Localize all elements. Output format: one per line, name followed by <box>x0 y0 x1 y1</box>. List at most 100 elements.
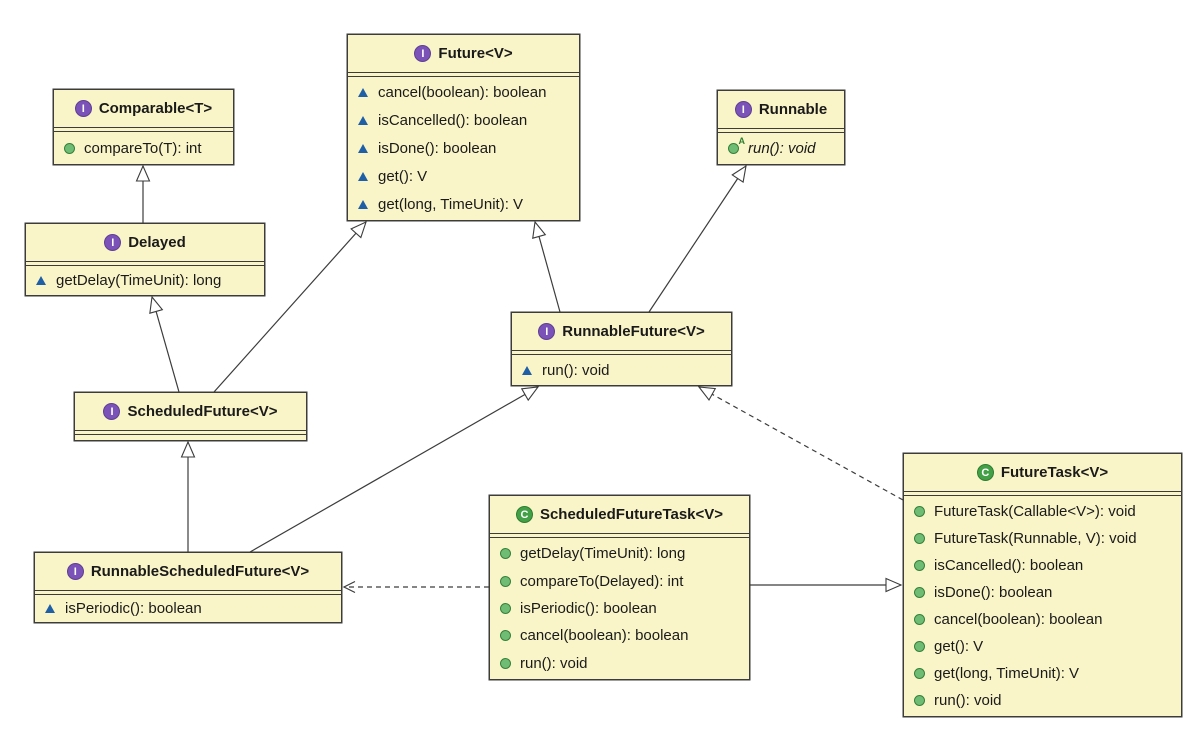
triangle-glyph <box>358 171 368 181</box>
method-row[interactable]: run(): void <box>904 687 1181 714</box>
circle-glyph <box>913 560 925 571</box>
class-title: ScheduledFuture<V> <box>127 403 278 420</box>
class-node-comparable[interactable]: I Comparable<T> compareTo(T): int <box>53 89 234 165</box>
circle-glyph <box>499 603 511 615</box>
method-label: run(): void <box>542 361 610 379</box>
public-method-icon <box>913 587 925 598</box>
method-row[interactable]: getDelay(TimeUnit): long <box>26 268 264 293</box>
interface-icon: I <box>414 45 432 62</box>
interface-icon: I <box>538 323 556 340</box>
class-node-scheduledfuture[interactable]: I ScheduledFuture<V> <box>74 392 307 441</box>
method-label: FutureTask(Runnable, V): void <box>934 530 1137 547</box>
circle-glyph <box>913 641 925 652</box>
method-row[interactable]: run(): void <box>512 357 731 383</box>
method-row[interactable]: isDone(): boolean <box>904 579 1181 606</box>
method-row[interactable]: get(): V <box>348 162 579 190</box>
class-title-bar[interactable]: I RunnableFuture<V> <box>512 313 731 351</box>
edge-futuretask-to-runnablefuture[interactable] <box>697 386 904 501</box>
compartment-separator <box>54 128 233 132</box>
interface-icon: I <box>104 234 122 251</box>
class-icon: C <box>515 506 533 523</box>
method-row[interactable]: get(): V <box>904 633 1181 660</box>
method-row[interactable]: cancel(boolean): boolean <box>904 606 1181 633</box>
method-row[interactable]: cancel(boolean): boolean <box>348 79 579 107</box>
method-row[interactable]: FutureTask(Runnable, V): void <box>904 525 1181 552</box>
triangle-glyph <box>358 88 368 98</box>
class-title-bar[interactable]: I Delayed <box>26 224 264 262</box>
interface-icon: I <box>74 100 92 117</box>
class-title: RunnableScheduledFuture<V> <box>90 563 310 580</box>
method-label: isPeriodic(): boolean <box>520 600 657 618</box>
class-title: Runnable <box>758 101 828 118</box>
interface-icon: I <box>103 403 121 420</box>
circle-glyph <box>499 657 511 669</box>
method-row[interactable]: isPeriodic(): boolean <box>490 595 749 622</box>
method-label: get(): V <box>378 167 428 185</box>
class-title: Future<V> <box>438 45 513 62</box>
class-node-runnablefuture[interactable]: I RunnableFuture<V> run(): void <box>511 312 732 386</box>
compartment-separator <box>26 262 264 266</box>
compartment-separator <box>348 73 579 77</box>
method-label: run(): void <box>934 692 1002 709</box>
circle-glyph <box>913 614 925 625</box>
triangle-glyph <box>358 143 368 153</box>
triangle-glyph <box>358 116 368 126</box>
triangle-glyph <box>358 199 368 209</box>
circle-glyph <box>63 142 75 154</box>
compartment-separator <box>904 492 1181 496</box>
class-title-bar[interactable]: I Future<V> <box>348 35 579 73</box>
method-row[interactable]: isPeriodic(): boolean <box>35 597 341 620</box>
method-row[interactable]: FutureTask(Callable<V>): void <box>904 498 1181 525</box>
method-row[interactable]: cancel(boolean): boolean <box>490 622 749 649</box>
method-label: cancel(boolean): boolean <box>520 627 689 645</box>
class-node-future[interactable]: I Future<V> cancel(boolean): boolean isCanc… <box>347 34 580 221</box>
method-label: getDelay(TimeUnit): long <box>56 272 222 289</box>
triangle-glyph <box>36 276 46 285</box>
method-row[interactable]: getDelay(TimeUnit): long <box>490 540 749 567</box>
class-node-delayed[interactable]: I Delayed getDelay(TimeUnit): long <box>25 223 265 296</box>
method-label: isDone(): boolean <box>934 584 1053 601</box>
edge-runnablefuture-to-runnable[interactable] <box>648 164 747 313</box>
method-row[interactable]: compareTo(Delayed): int <box>490 567 749 594</box>
method-label: get(long, TimeUnit): V <box>934 665 1080 682</box>
public-method-icon <box>499 603 511 615</box>
abstract-method-icon <box>357 171 369 181</box>
methods-compartment: compareTo(T): int <box>54 132 233 164</box>
class-title-bar[interactable]: I ScheduledFuture<V> <box>75 393 306 431</box>
method-label: run(): void <box>520 654 588 672</box>
class-title: Comparable<T> <box>98 100 213 117</box>
abstract-method-icon <box>357 88 369 98</box>
method-label: compareTo(T): int <box>84 139 202 157</box>
method-label: compareTo(Delayed): int <box>520 572 684 590</box>
method-label: isDone(): boolean <box>378 139 497 157</box>
method-row[interactable]: compareTo(T): int <box>54 134 233 162</box>
edge-scheduledfuture-to-delayed[interactable] <box>149 295 180 393</box>
class-title-bar[interactable]: I Comparable<T> <box>54 90 233 128</box>
class-icon: C <box>976 464 994 481</box>
edge-scheduledfuture-to-future[interactable] <box>213 220 367 393</box>
class-title: Delayed <box>128 234 186 251</box>
method-row[interactable]: get(long, TimeUnit): V <box>348 190 579 218</box>
edge-runnablefuture-to-future[interactable] <box>532 220 561 313</box>
class-title: RunnableFuture<V> <box>562 323 705 340</box>
method-row[interactable]: isDone(): boolean <box>348 135 579 163</box>
method-row[interactable]: isCancelled(): boolean <box>904 552 1181 579</box>
method-row[interactable]: isCancelled(): boolean <box>348 107 579 135</box>
public-method-icon <box>913 533 925 544</box>
edge-runnablescheduledfuture-to-runnablefuture[interactable] <box>249 386 540 553</box>
method-row[interactable]: run(): void <box>490 650 749 677</box>
method-row[interactable]: get(long, TimeUnit): V <box>904 660 1181 687</box>
compartment-separator <box>490 534 749 538</box>
method-label: isCancelled(): boolean <box>378 112 528 130</box>
